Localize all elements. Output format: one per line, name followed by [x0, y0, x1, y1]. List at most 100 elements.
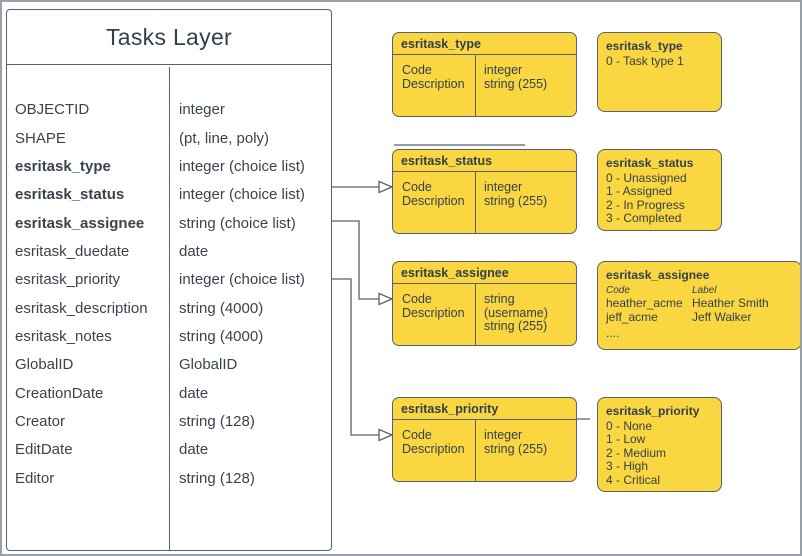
domain-column-headers: Code Label	[606, 284, 793, 298]
attr-name: Code	[402, 63, 432, 77]
attr-name: Description	[402, 76, 465, 91]
field-row: Editor string (128)	[7, 464, 331, 492]
field-row: esritask_type integer (choice list)	[7, 152, 331, 180]
attr-name: Code	[402, 180, 432, 194]
attr-type: integer	[484, 180, 523, 194]
attr-name: Description	[402, 305, 465, 320]
field-name: esritask_assignee	[15, 214, 145, 232]
entry-label: Jeff Walker	[692, 309, 752, 324]
domain-value: 1 - Assigned	[606, 184, 673, 198]
field-table-divider	[475, 55, 477, 116]
tasks-layer-title: Tasks Layer	[7, 10, 331, 65]
domain-box-esritask-priority: esritask_priority 0 - None 1 - Low 2 - M…	[597, 397, 722, 492]
entry-code: heather_acme	[606, 296, 683, 310]
field-row: esritask_description string (4000)	[7, 294, 331, 322]
field-name: Editor	[15, 469, 55, 487]
arrowhead-status	[378, 180, 394, 194]
field-table-title: esritask_status	[393, 150, 576, 172]
field-type: date	[179, 242, 209, 260]
field-name: GlobalID	[15, 356, 74, 374]
connector-priority-line	[332, 278, 379, 436]
field-table-title: esritask_priority	[393, 398, 576, 420]
attr-type: string (255)	[484, 193, 548, 208]
domain-value: 2 - In Progress	[606, 197, 685, 212]
entry-label: Heather Smith	[692, 296, 769, 310]
connector-assignee-line	[332, 220, 379, 300]
field-name: esritask_type	[15, 157, 111, 175]
tasks-layer-field-list: OBJECTID integer SHAPE(pt, line, poly) es…	[7, 67, 331, 551]
field-name: OBJECTID	[15, 101, 90, 119]
attr-type: string (255)	[484, 319, 548, 333]
code-column-header: Code	[606, 284, 630, 296]
domain-value: 3 - Completed	[606, 211, 682, 225]
attr-name: Code	[402, 428, 432, 442]
field-row: GlobalID GlobalID	[7, 351, 331, 379]
field-type: date	[179, 384, 209, 402]
field-type: date	[179, 441, 209, 459]
field-name: Creator	[15, 412, 66, 430]
field-table-divider	[475, 284, 477, 345]
field-table-title: esritask_assignee	[393, 262, 576, 284]
domain-value: 4 - Critical	[606, 472, 661, 487]
domain-ellipsis: ....	[606, 326, 620, 340]
entry-code: jeff_acme	[606, 309, 658, 324]
field-type: string (128)	[179, 412, 255, 430]
domain-value: 0 - Task type 1	[606, 53, 684, 68]
domain-title: esritask_priority	[606, 404, 700, 418]
field-row: esritask_notes string (4000)	[7, 322, 331, 350]
domain-entry: jeff_acme Jeff Walker	[606, 309, 793, 325]
label-column-header: Label	[692, 284, 717, 296]
tasks-layer-column-divider	[169, 66, 171, 550]
field-row: OBJECTID integer	[7, 96, 331, 124]
field-table-divider	[475, 172, 477, 233]
field-type: integer (choice list)	[179, 271, 305, 289]
field-type: string (4000)	[179, 299, 264, 317]
field-type: integer (choice list)	[179, 157, 305, 175]
domain-title: esritask_status	[606, 156, 694, 170]
domain-entry: heather_acme Heather Smith	[606, 296, 793, 311]
attr-type: string (255)	[484, 76, 548, 91]
attr-name: Description	[402, 193, 465, 208]
field-table-divider	[475, 420, 477, 481]
domain-value: 2 - Medium	[606, 445, 667, 460]
field-type: string (4000)	[179, 327, 264, 345]
attr-type: string (255)	[484, 441, 548, 456]
arrowhead-assignee	[378, 292, 394, 306]
field-name: CreationDate	[15, 384, 104, 402]
domain-title: esritask_assignee	[606, 268, 710, 282]
field-type: string (128)	[179, 469, 255, 487]
field-row: CreationDate date	[7, 379, 331, 407]
field-row: esritask_status integer (choice list)	[7, 181, 331, 209]
field-name: esritask_status	[15, 186, 125, 204]
domain-box-esritask-assignee: esritask_assignee Code Label heather_acm…	[597, 261, 800, 350]
field-name: esritask_notes	[15, 327, 112, 345]
attr-type: integer	[484, 63, 523, 77]
field-table-title: esritask_type	[393, 33, 576, 55]
attr-name: Code	[402, 292, 432, 306]
field-row: SHAPE(pt, line, poly)	[7, 124, 331, 152]
domain-box-esritask-status: esritask_status 0 - Unassigned 1 - Assig…	[597, 149, 722, 231]
field-type: integer (choice list)	[179, 186, 305, 204]
field-name: esritask_description	[15, 299, 148, 317]
field-type: string (choice list)	[179, 214, 296, 232]
field-name: EditDate	[15, 441, 73, 459]
field-type: GlobalID	[179, 356, 238, 374]
field-row: esritask_assignee string (choice list)	[7, 209, 331, 237]
attr-type: integer	[484, 428, 523, 442]
domain-value: 0 - None	[606, 418, 653, 433]
domain-title: esritask_type	[606, 39, 683, 53]
domain-value: 0 - Unassigned	[606, 170, 687, 185]
field-row: EditDate date	[7, 436, 331, 464]
attr-type: string (username)	[484, 292, 548, 320]
field-type: integer	[179, 101, 225, 119]
